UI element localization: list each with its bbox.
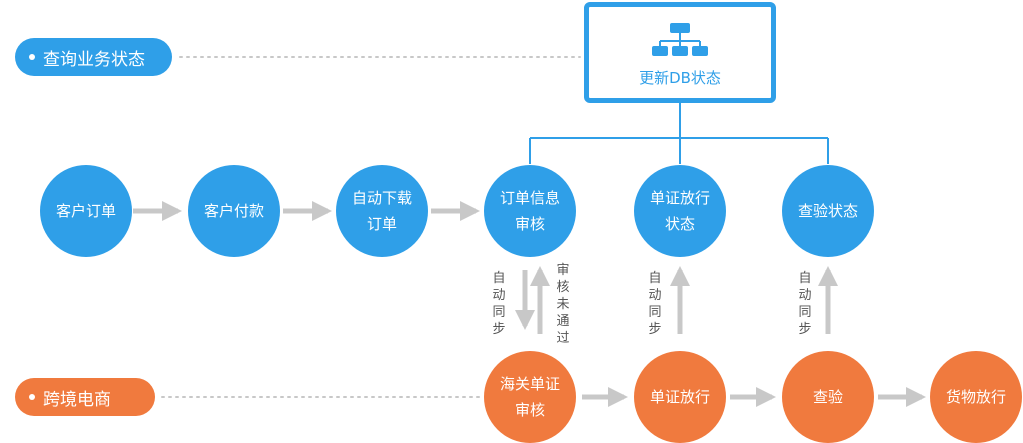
bullet-dot	[29, 54, 35, 60]
node-label: 客户订单	[55, 202, 116, 220]
auto-sync-annotation-release: 自动同步	[648, 271, 662, 337]
db-update-label: 更新DB状态	[639, 69, 721, 87]
db-update-box: 更新DB状态	[584, 2, 776, 103]
node-label-line1: 海关单证	[499, 375, 560, 393]
node-inspection-status: 查验状态	[782, 165, 874, 257]
node-label-line2: 审核	[514, 215, 545, 233]
node-label-line2: 状态	[664, 215, 695, 233]
node-label: 查验	[812, 388, 843, 406]
node-auto-download-order: 自动下载 订单	[336, 165, 428, 257]
node-label-line1: 单证放行	[649, 189, 710, 207]
node-inspection: 查验	[782, 351, 874, 443]
cross-border-label: 跨境电商	[43, 389, 111, 410]
node-label: 查验状态	[797, 202, 858, 220]
node-goods-release: 货物放行	[930, 351, 1022, 443]
org-chart-icon	[652, 23, 708, 56]
node-label-line1: 自动下载	[351, 189, 412, 207]
db-tree-lines	[529, 103, 829, 164]
node-label-line2: 审核	[514, 401, 545, 419]
node-label-line2: 订单	[366, 215, 397, 233]
query-status-label: 查询业务状态	[43, 49, 145, 70]
node-label: 货物放行	[945, 388, 1006, 406]
bullet-dot	[29, 394, 35, 400]
node-label-line1: 订单信息	[499, 189, 560, 207]
node-label: 单证放行	[649, 388, 710, 406]
node-release-status: 单证放行 状态	[634, 165, 726, 257]
query-status-pill: 查询业务状态	[15, 38, 172, 76]
node-order-review: 订单信息 审核	[484, 165, 576, 257]
auto-sync-annotation-inspection: 自动同步	[798, 271, 812, 337]
node-label: 客户付款	[203, 202, 264, 220]
auto-sync-annotation-review: 自动同步	[492, 271, 506, 337]
review-failed-annotation: 审核未通过	[556, 263, 570, 346]
node-customer-order: 客户订单	[40, 165, 132, 257]
cross-border-pill: 跨境电商	[15, 378, 155, 416]
node-customs-review: 海关单证 审核	[484, 351, 576, 443]
node-customer-pay: 客户付款	[188, 165, 280, 257]
node-doc-release: 单证放行	[634, 351, 726, 443]
